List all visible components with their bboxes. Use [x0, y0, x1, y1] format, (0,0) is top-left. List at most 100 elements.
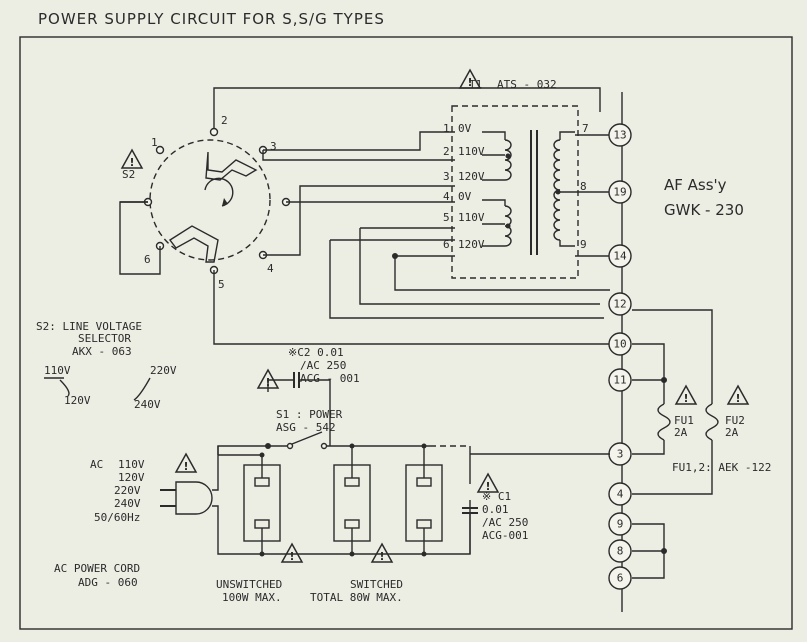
rotation-arrow-icon — [204, 177, 234, 207]
svg-text:!: ! — [289, 550, 294, 563]
rotor-contact-upper — [205, 151, 258, 181]
ac-label: AC — [90, 458, 103, 471]
connector-terminal: 13 — [608, 123, 632, 147]
s2-pos-4: 4 — [267, 262, 274, 275]
ac-freq: 50/60Hz — [94, 511, 140, 524]
selector-dashed-circle — [149, 139, 271, 261]
s2-desc-line1: S2: LINE VOLTAGE — [36, 320, 142, 333]
warning-triangle-icon: ! — [726, 384, 750, 405]
s2-label: S2 — [122, 168, 135, 181]
sec-pin-8: 8 — [580, 180, 587, 193]
warning-triangle-icon: ! — [476, 472, 500, 493]
svg-text:!: ! — [467, 76, 472, 89]
c2-part: ACG - 001 — [300, 372, 360, 385]
ac-volt-240: 240V — [114, 497, 141, 510]
connector-terminal: 10 — [608, 332, 632, 356]
warning-triangle-icon: ! — [370, 542, 394, 563]
svg-text:!: ! — [129, 156, 134, 169]
volt-240: 240V — [134, 398, 161, 411]
svg-text:!: ! — [183, 460, 188, 473]
terminal-label: 11 — [613, 374, 626, 387]
secondary-coil — [553, 139, 561, 241]
ac-volt-120: 120V — [118, 471, 145, 484]
fu1-value: 2A — [674, 426, 688, 439]
tap-label-3: 120V — [458, 170, 485, 183]
fu1-ref: FU1 — [674, 414, 694, 427]
terminal-label: 3 — [617, 448, 624, 461]
connector-terminal: 6 — [608, 566, 632, 590]
terminal-label: 13 — [613, 129, 626, 142]
c1-rating: /AC 250 — [482, 516, 528, 529]
tap-pin-6: 6 — [443, 238, 450, 251]
power-switch-s1: ※C2 0.01 /AC 250 ACG - 001 S1 : POWER AS… — [217, 346, 610, 484]
tap-label-1: 0V — [458, 122, 472, 135]
tap-pin-2: 2 — [443, 145, 450, 158]
unswitched-label: UNSWITCHED — [216, 578, 282, 591]
warning-triangle-icon: ! — [174, 452, 198, 473]
cord-part: ADG - 060 — [78, 576, 138, 589]
connector-terminal: 14 — [608, 244, 632, 268]
ac-volt-110: 110V — [118, 458, 145, 471]
s2-pos-5: 5 — [218, 278, 225, 291]
transformer-t1: T1 ATS - 032 1 0V 2 110V 3 120V 4 0V 5 1… — [443, 78, 610, 279]
svg-text:!: ! — [683, 392, 688, 405]
connector-strip: 13 19 14 12 10 11 3 4 9 8 6 — [608, 92, 632, 612]
connector-terminal: 3 — [608, 442, 632, 466]
volt-120: 120V — [64, 394, 91, 407]
svg-text:!: ! — [379, 550, 384, 563]
fuses-part: FU1,2: AEK -122 — [672, 461, 771, 474]
terminal-label: 12 — [613, 298, 626, 311]
warning-triangle-icon: ! — [458, 68, 482, 89]
fuse-fu2 — [705, 403, 719, 441]
s2-pos-6: 6 — [144, 253, 151, 266]
warning-triangle-icon: ! — [256, 368, 280, 389]
fu2-value: 2A — [725, 426, 739, 439]
capacitor-c1: ※ C1 0.01 /AC 250 ACG-001 — [462, 490, 528, 554]
c2-rating: /AC 250 — [300, 359, 346, 372]
svg-text:!: ! — [265, 376, 270, 389]
connector-terminal: 11 — [608, 368, 632, 392]
s1-ref: S1 : POWER — [276, 408, 343, 421]
switched-label: SWITCHED — [350, 578, 403, 591]
outlets: UNSWITCHED 100W MAX. SWITCHED TOTAL 80W … — [216, 443, 443, 604]
connector-terminal: 4 — [608, 482, 632, 506]
tap-pin-4: 4 — [443, 190, 450, 203]
c2-ref: ※C2 0.01 — [288, 346, 344, 359]
terminal-label: 8 — [617, 545, 624, 558]
ac-plug-icon — [175, 481, 213, 515]
volt-220: 220V — [150, 364, 177, 377]
terminal-label: 19 — [613, 186, 626, 199]
terminal-label: 4 — [617, 488, 624, 501]
rotor-contact-lower — [168, 225, 219, 263]
af-assy-label: AF Ass'y — [664, 176, 727, 194]
tap-label-5: 110V — [458, 211, 485, 224]
s2-desc-line2: SELECTOR — [78, 332, 131, 345]
svg-text:!: ! — [735, 392, 740, 405]
sec-pin-7: 7 — [582, 122, 589, 135]
s2-pos-2: 2 — [221, 114, 228, 127]
sec-pin-9: 9 — [580, 238, 587, 251]
tap-label-4: 0V — [458, 190, 472, 203]
unswitched-rating: 100W MAX. — [222, 591, 282, 604]
tap-pin-5: 5 — [443, 211, 450, 224]
diagram-title: POWER SUPPLY CIRCUIT FOR S,S/G TYPES — [38, 10, 385, 28]
tap-label-6: 120V — [458, 238, 485, 251]
s2-pos-1: 1 — [151, 136, 158, 149]
warning-triangle-icon: ! — [674, 384, 698, 405]
tap-pin-1: 1 — [443, 122, 450, 135]
diagram-frame — [19, 36, 793, 630]
connector-terminal: 19 — [608, 180, 632, 204]
primary-coil-lower — [504, 205, 512, 247]
volt-110: 110V — [44, 364, 71, 377]
ac-volt-220: 220V — [114, 484, 141, 497]
connector-terminal: 12 — [608, 292, 632, 316]
connector-terminal: 9 — [608, 512, 632, 536]
c1-ref: ※ C1 — [482, 490, 511, 503]
s2-part: AKX - 063 — [72, 345, 132, 358]
c1-part: ACG-001 — [482, 529, 528, 542]
terminal-label: 14 — [613, 250, 627, 263]
terminal-label: 9 — [617, 518, 624, 531]
selector-wiring — [119, 87, 612, 345]
